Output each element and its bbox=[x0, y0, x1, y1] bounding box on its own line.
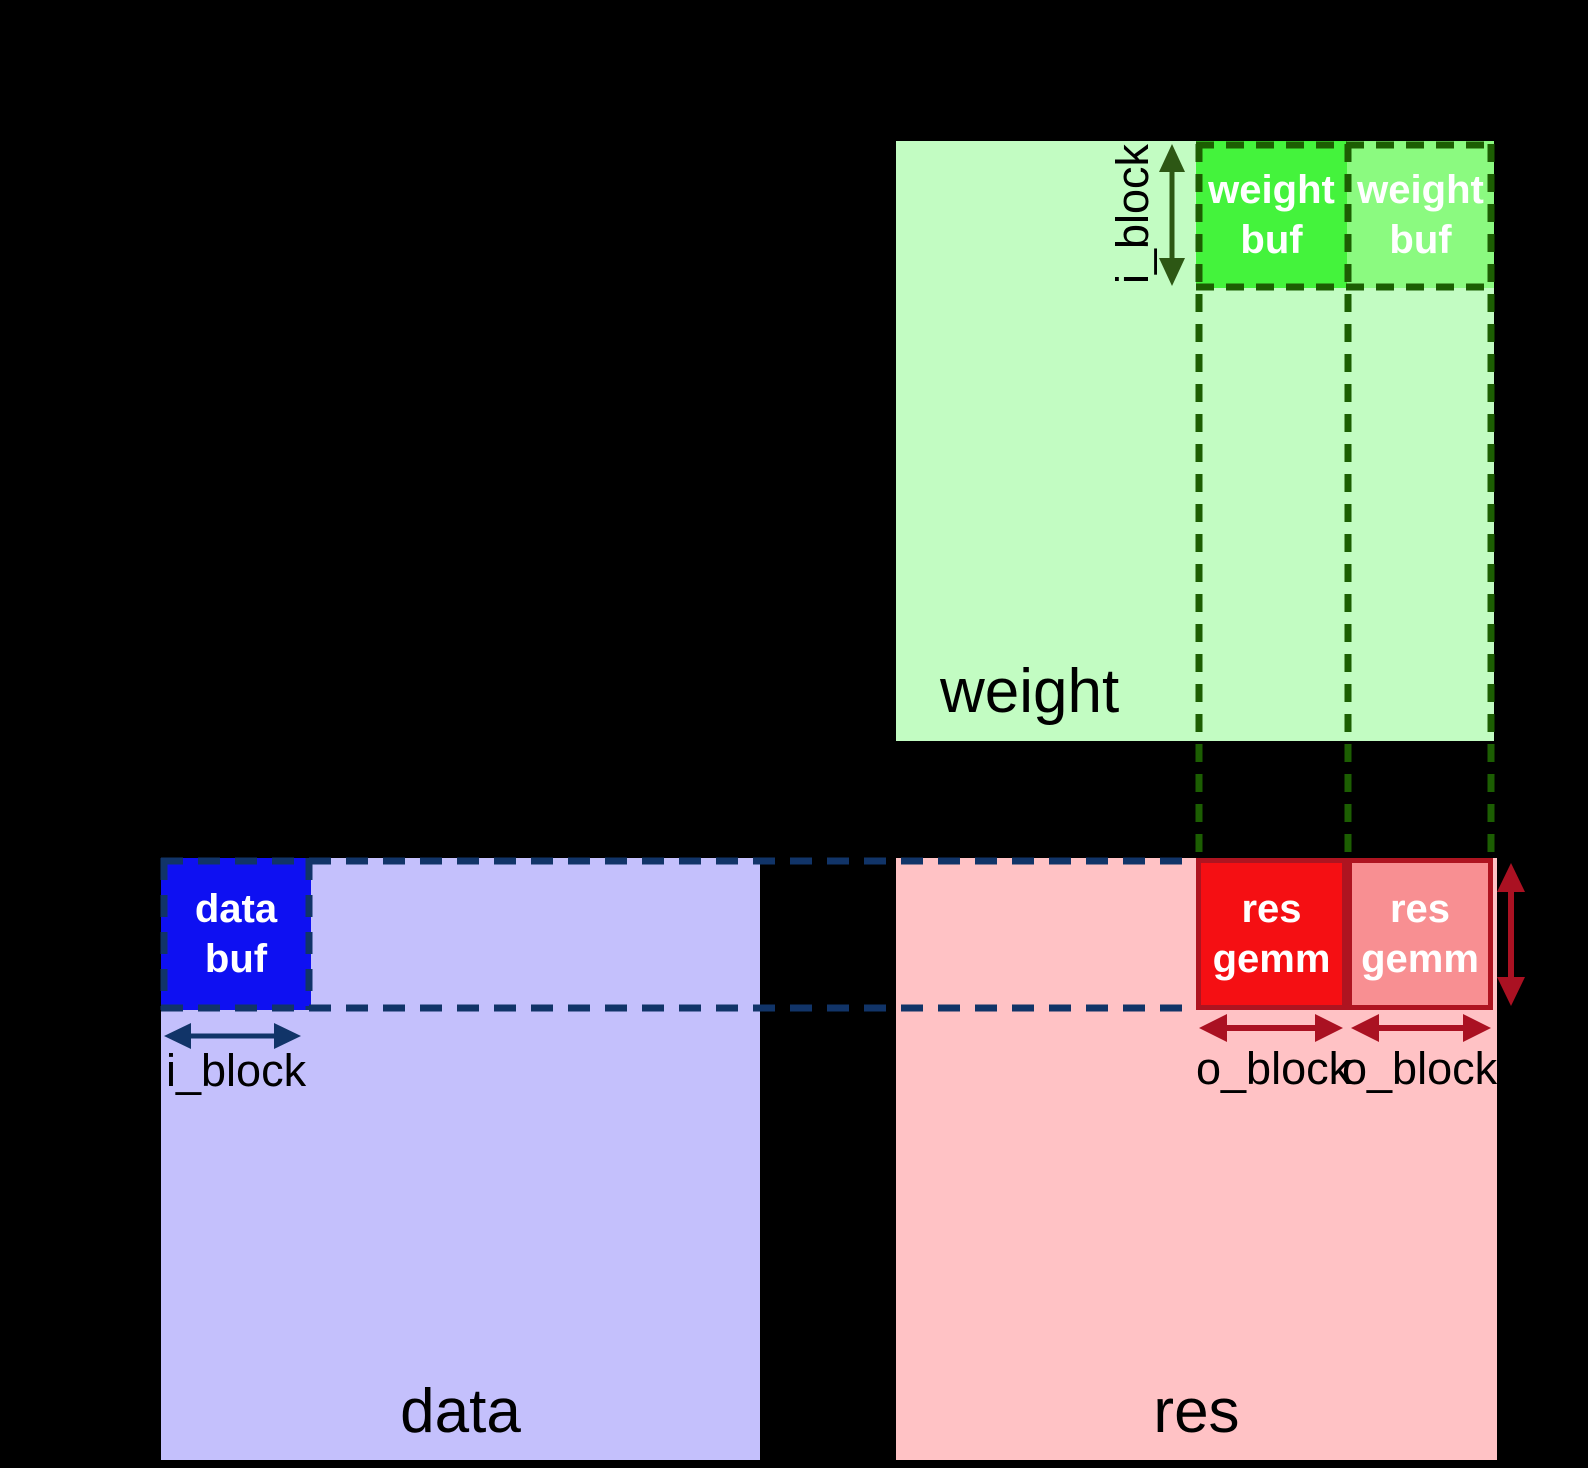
data-matrix: data buf data bbox=[161, 858, 760, 1460]
weight-buf-2-label-line1: weight bbox=[1357, 167, 1484, 212]
weight-matrix-label: weight bbox=[940, 657, 1120, 726]
res-gemm-2-label-line2: gemm bbox=[1361, 937, 1479, 981]
i-block-label-data: i_block bbox=[166, 1045, 307, 1096]
res-matrix: res gemm res gemm res bbox=[896, 858, 1497, 1460]
res-matrix-label: res bbox=[1153, 1377, 1240, 1446]
weight-buf-1-label-line2: buf bbox=[1240, 217, 1303, 262]
weight-buf-1-label-line1: weight bbox=[1208, 167, 1335, 212]
data-buf-label-line2: buf bbox=[204, 937, 268, 981]
weight-buf-block-1: weight buf bbox=[1196, 141, 1347, 288]
res-gemm-block-2: res gemm bbox=[1347, 858, 1493, 1010]
data-buf-label-line1: data bbox=[194, 887, 278, 931]
i-block-label-weight: i_block bbox=[1107, 143, 1158, 285]
weight-buf-block-2: weight buf bbox=[1347, 141, 1494, 288]
res-gemm-2-label-line1: res bbox=[1389, 887, 1451, 931]
res-gemm-block-1: res gemm bbox=[1196, 858, 1347, 1010]
data-buf-block: data buf bbox=[161, 858, 311, 1010]
res-gemm-height-arrow bbox=[1497, 863, 1525, 1006]
weight-matrix: weight buf weight buf weight bbox=[896, 141, 1494, 741]
data-matrix-label: data bbox=[400, 1377, 521, 1446]
res-gemm-1-label-line2: gemm bbox=[1212, 937, 1331, 981]
o-block-label-2: o_block bbox=[1342, 1043, 1498, 1094]
o-block-label-1: o_block bbox=[1196, 1043, 1352, 1094]
res-gemm-1-label-line1: res bbox=[1241, 887, 1302, 931]
weight-buf-2-label-line2: buf bbox=[1389, 217, 1452, 262]
